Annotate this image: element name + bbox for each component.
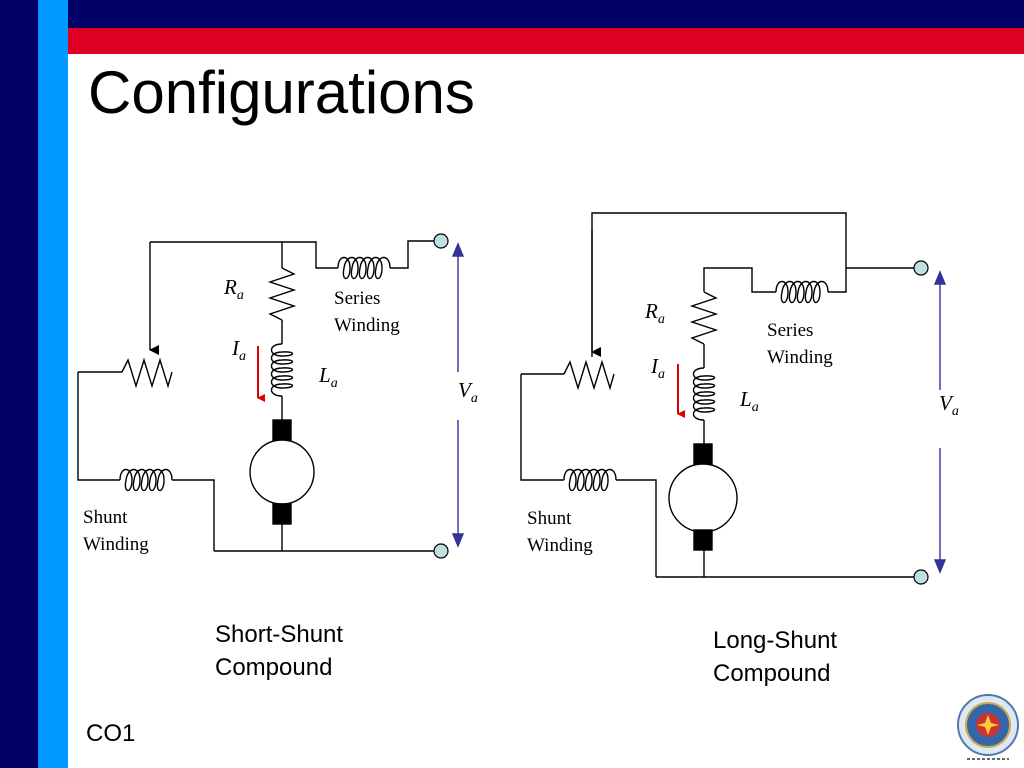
short-shunt-terminal-bottom [433,543,449,559]
long-shunt-va-label: Va [939,391,959,419]
long-shunt-left-wire [520,374,564,481]
long-shunt-shunt-winding [563,468,617,492]
short-shunt-armature-inductor [270,343,294,397]
long-shunt-ra-label: Ra [644,299,665,327]
short-shunt-shunt-winding-label: Shunt Winding [83,507,149,555]
short-shunt-series-winding [337,256,391,280]
footer-label: CO1 [86,720,136,747]
left-border-light [38,0,68,768]
slide-title: Configurations [88,59,475,126]
long-shunt-caption-line2: Compound [713,660,831,687]
short-shunt-shunt-winding [119,468,173,492]
short-shunt-left-wire [77,372,120,481]
short-shunt-series-out-wire [390,240,434,269]
long-shunt-armature-inductor [692,367,716,421]
short-shunt-series-wire [282,241,338,269]
long-shunt-shunt-winding-label: Shunt Winding [527,508,593,556]
short-shunt-va-label: Va [458,378,478,406]
long-shunt-armature-resistor [689,291,719,345]
long-shunt-series-out-wire [828,268,847,293]
long-shunt-series-winding-label: Series Winding [767,320,833,368]
short-shunt-ia-label: Ia [231,336,246,364]
long-shunt-series-winding [775,280,829,304]
long-shunt-motor-brush-bottom [693,529,713,551]
short-shunt-caption-line2: Compound [215,654,333,681]
long-shunt-terminal-top [913,260,929,276]
short-shunt-motor-brush-top [272,419,292,441]
long-shunt-circuit [520,212,914,578]
short-shunt-motor [249,439,315,505]
long-shunt-rheostat [563,359,615,391]
top-border-red [68,28,1024,54]
short-shunt-circuit [77,240,434,552]
long-shunt-caption-line1: Long-Shunt [713,627,838,654]
long-shunt-series-wire [703,267,776,293]
long-shunt-terminal-bottom [913,569,929,585]
left-border-dark [0,0,38,768]
short-shunt-shunt-out-wire [172,479,215,551]
short-shunt-armature-resistor [267,267,297,321]
short-shunt-caption: Short-Shunt Compound [215,618,343,684]
short-shunt-terminal-top [433,233,449,249]
short-shunt-caption-line1: Short-Shunt [215,621,344,648]
long-shunt-motor-brush-top [693,443,713,465]
long-shunt-voltage-arrow [933,270,947,574]
short-shunt-motor-brush-bottom [272,503,292,525]
long-shunt-la-label: La [739,387,759,415]
short-shunt-la-label: La [318,363,338,391]
long-shunt-shunt-out-wire [616,479,657,577]
university-seal-logo [957,694,1019,760]
long-shunt-caption: Long-Shunt Compound [713,624,837,690]
top-border-dark [68,0,1024,28]
long-shunt-ia-label: Ia [650,354,665,382]
short-shunt-series-winding-label: Series Winding [334,288,400,336]
short-shunt-ra-label: Ra [223,275,244,303]
short-shunt-voltage-arrow [451,242,465,548]
long-shunt-motor [668,463,738,533]
short-shunt-rheostat [121,357,173,389]
